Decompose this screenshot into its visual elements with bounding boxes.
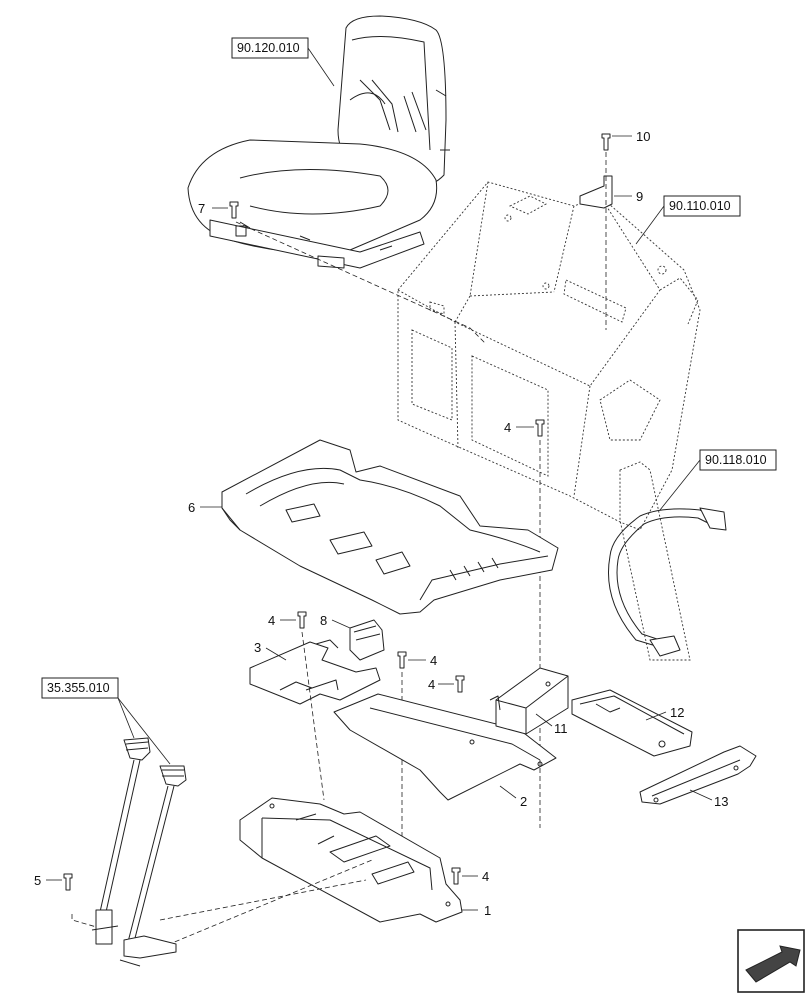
callout-5[interactable]: 5 [34, 873, 41, 888]
base-tray-1 [239, 797, 463, 923]
bracket-9 [579, 175, 613, 209]
callout-7[interactable]: 7 [198, 201, 205, 216]
callout-2[interactable]: 2 [520, 794, 527, 809]
ref-pedals-label[interactable]: 35.355.010 [47, 681, 110, 695]
ref-frame-label[interactable]: 90.110.010 [669, 199, 731, 213]
bolt-10 [601, 133, 611, 151]
bolt-4-left [297, 611, 307, 629]
frame-assembly [397, 181, 701, 531]
plate-12 [571, 689, 693, 757]
callout-10[interactable]: 10 [636, 129, 650, 144]
ref-seat-label[interactable]: 90.120.010 [237, 41, 300, 55]
callout-4-right[interactable]: 4 [428, 677, 435, 692]
callout-8[interactable]: 8 [320, 613, 327, 628]
ref-handrail-label[interactable]: 90.118.010 [705, 453, 767, 467]
callout-6[interactable]: 6 [188, 500, 195, 515]
callout-12[interactable]: 12 [670, 705, 684, 720]
callout-11[interactable]: 11 [554, 721, 568, 736]
callout-4-lower[interactable]: 4 [482, 869, 489, 884]
seat-assembly [187, 15, 450, 269]
bolt-4-mid [397, 651, 407, 669]
arrow-icon [745, 945, 801, 983]
navigation-arrow-button[interactable] [737, 929, 805, 993]
callout-9[interactable]: 9 [636, 189, 643, 204]
callout-4-mid[interactable]: 4 [430, 653, 437, 668]
callout-4-left[interactable]: 4 [268, 613, 275, 628]
handrail-assembly [607, 461, 727, 661]
pedal-assembly [91, 737, 187, 967]
bolt-7 [229, 201, 239, 219]
bolt-5 [63, 873, 73, 891]
boot-8 [349, 619, 385, 661]
bolt-4-lower [451, 867, 461, 885]
bolt-4-right [455, 675, 465, 693]
callout-13[interactable]: 13 [714, 794, 728, 809]
ref-box-pedals[interactable] [41, 677, 119, 699]
bracket-11 [489, 667, 569, 735]
callout-4-upper[interactable]: 4 [504, 420, 511, 435]
callout-1[interactable]: 1 [484, 903, 491, 918]
floor-mat-6 [221, 439, 559, 615]
floor-plate-2 [333, 693, 557, 801]
bolt-4-upper [535, 419, 545, 437]
plate-13 [639, 745, 757, 805]
callout-3[interactable]: 3 [254, 640, 261, 655]
